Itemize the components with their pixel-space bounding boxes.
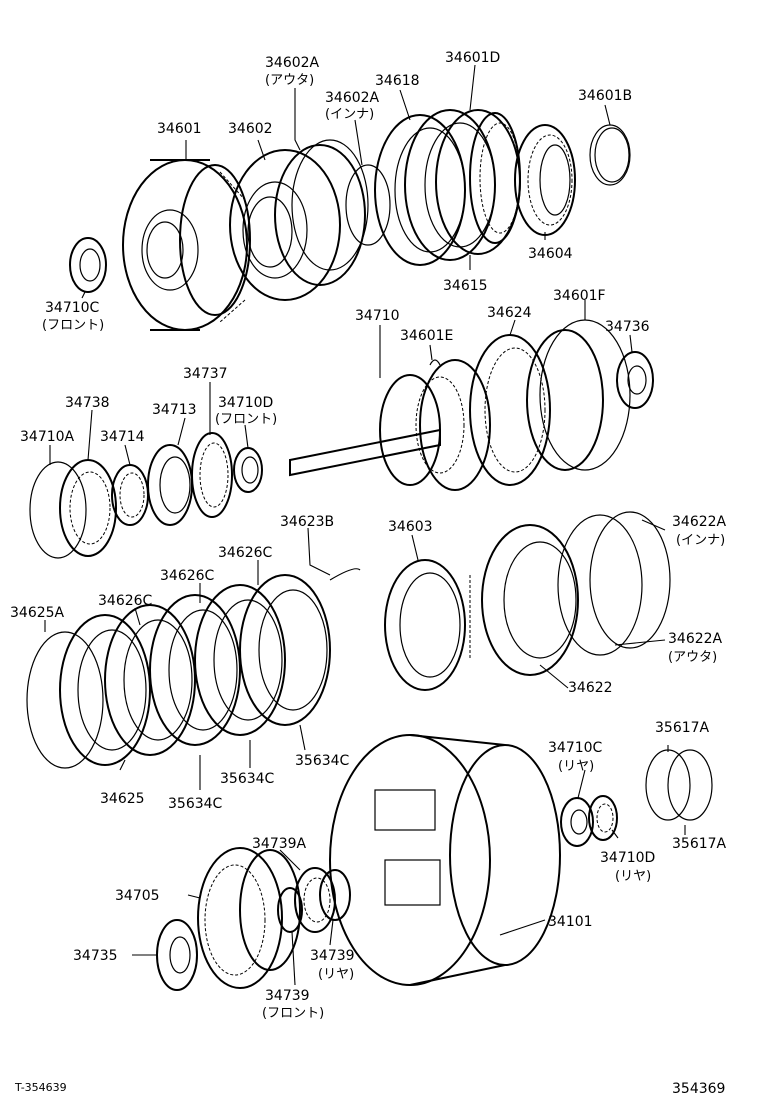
clutch-disc-34626C-c xyxy=(194,584,286,736)
seal-34710C-rear xyxy=(560,797,594,847)
label-34602A-outer: 34602A xyxy=(265,55,320,71)
label-34601F: 34601F xyxy=(553,288,606,304)
label-34626C-a: 34626C xyxy=(218,545,273,561)
bearing-34714 xyxy=(111,464,149,526)
bearing-34739-front xyxy=(277,887,303,933)
label-34618: 34618 xyxy=(375,73,420,89)
label-34713: 34713 xyxy=(152,402,197,418)
label-34602A-inner-sub: (インナ) xyxy=(325,107,374,122)
seal-34710C-front xyxy=(69,237,107,293)
case-34101 xyxy=(329,734,561,986)
clutch-disc-34626C-a xyxy=(104,604,196,756)
label-35634C-b: 35634C xyxy=(220,771,275,787)
label-34602: 34602 xyxy=(228,121,273,137)
piston-34602 xyxy=(229,144,366,301)
label-34603: 34603 xyxy=(388,519,433,535)
o-ring-inner-34622A xyxy=(557,514,643,656)
piston-34603 xyxy=(384,559,471,691)
bearing-34739-rear xyxy=(319,869,351,921)
o-ring-inner-34602A xyxy=(345,164,391,246)
label-34710A: 34710A xyxy=(20,429,75,445)
label-35634C-a: 35634C xyxy=(295,753,350,769)
label-34739-rear: 34739 xyxy=(310,948,355,964)
label-35617A-bottom: 35617A xyxy=(672,836,727,852)
one-way-clutch-34705 xyxy=(197,847,301,989)
clutch-disc-34626C-b xyxy=(149,594,241,746)
label-34624: 34624 xyxy=(487,305,532,321)
label-34710: 34710 xyxy=(355,308,400,324)
label-34602A-inner: 34602A xyxy=(325,90,380,106)
label-34738: 34738 xyxy=(65,395,110,411)
label-34622A-inner-sub: (インナ) xyxy=(676,533,725,548)
label-34710D-front: 34710D xyxy=(218,395,273,411)
planetary-carrier-34710 xyxy=(289,359,491,491)
gear-34738 xyxy=(59,459,117,557)
footer-right-code: 354369 xyxy=(672,1081,725,1097)
snap-ring-34601E xyxy=(429,359,441,366)
ring-gear-34624 xyxy=(469,329,604,486)
label-34622: 34622 xyxy=(568,680,613,696)
label-34736: 34736 xyxy=(605,319,650,335)
one-way-clutch-34604 xyxy=(514,124,576,236)
part-labels: 34601 34602 34602A (アウタ) 34602A (インナ) 34… xyxy=(10,50,727,1021)
label-34739-front: 34739 xyxy=(265,988,310,1004)
label-34710D-rear: 34710D xyxy=(600,850,655,866)
label-34737: 34737 xyxy=(183,366,228,382)
snap-ring-34601F xyxy=(539,319,631,471)
clutch-pack-34625 xyxy=(59,614,151,766)
spring-retainer-34622 xyxy=(481,524,579,676)
bearing-34710D-front xyxy=(233,447,263,493)
label-34615: 34615 xyxy=(443,278,488,294)
clutch-plate-35634C xyxy=(239,574,331,726)
washer-34736 xyxy=(616,351,654,409)
footer-left-code: T-354639 xyxy=(14,1081,67,1094)
bearing-34710D-rear xyxy=(588,795,618,841)
label-35617A-top: 35617A xyxy=(655,720,710,736)
label-34604: 34604 xyxy=(528,246,573,262)
label-34739A: 34739A xyxy=(252,836,307,852)
label-34705: 34705 xyxy=(115,888,160,904)
snap-ring-34601B xyxy=(589,124,631,186)
label-34601E: 34601E xyxy=(400,328,453,344)
label-34714: 34714 xyxy=(100,429,145,445)
thrust-washer-34735 xyxy=(156,919,198,991)
label-34101: 34101 xyxy=(548,914,593,930)
ring-35617A xyxy=(645,749,713,821)
o-ring-outer-34622A xyxy=(589,511,671,649)
label-34601: 34601 xyxy=(157,121,202,137)
label-34739-rear-sub: (リヤ) xyxy=(318,967,354,982)
label-34735: 34735 xyxy=(73,948,118,964)
label-34739-front-sub: (フロント) xyxy=(262,1006,324,1021)
gear-34737 xyxy=(191,432,233,518)
label-34626C-b: 34626C xyxy=(160,568,215,584)
label-34625A: 34625A xyxy=(10,605,65,621)
sun-gear-34713 xyxy=(147,444,193,526)
label-34710C-rear: 34710C xyxy=(548,740,603,756)
label-34710C-front-sub: (フロント) xyxy=(42,318,104,333)
snap-ring-34623B xyxy=(329,568,361,581)
label-34710C-rear-sub: (リヤ) xyxy=(558,759,594,774)
snap-ring-34710A xyxy=(29,461,87,559)
label-35634C-c: 35634C xyxy=(168,796,223,812)
label-34710D-front-sub: (フロント) xyxy=(215,412,277,427)
label-34622A-inner: 34622A xyxy=(672,514,727,530)
label-34623B: 34623B xyxy=(280,514,334,530)
label-34601D: 34601D xyxy=(445,50,500,66)
label-34710D-rear-sub: (リヤ) xyxy=(615,869,651,884)
bearing-34739A xyxy=(294,867,336,933)
o-ring-outer-34602A xyxy=(291,139,369,271)
label-34626C-c: 34626C xyxy=(98,593,153,609)
leader-lines xyxy=(44,64,686,986)
label-34622A-outer-sub: (アウタ) xyxy=(668,650,717,665)
footer: T-354639 354369 xyxy=(14,1081,725,1097)
clutch-drum-34601 xyxy=(122,159,251,331)
label-34601B: 34601B xyxy=(578,88,632,104)
clutch-hub-34601D xyxy=(469,112,521,244)
snap-ring-34625A xyxy=(26,631,104,769)
label-34710C-front: 34710C xyxy=(45,300,100,316)
label-34602A-outer-sub: (アウタ) xyxy=(265,73,314,88)
label-34625: 34625 xyxy=(100,791,145,807)
label-34622A-outer: 34622A xyxy=(668,631,723,647)
